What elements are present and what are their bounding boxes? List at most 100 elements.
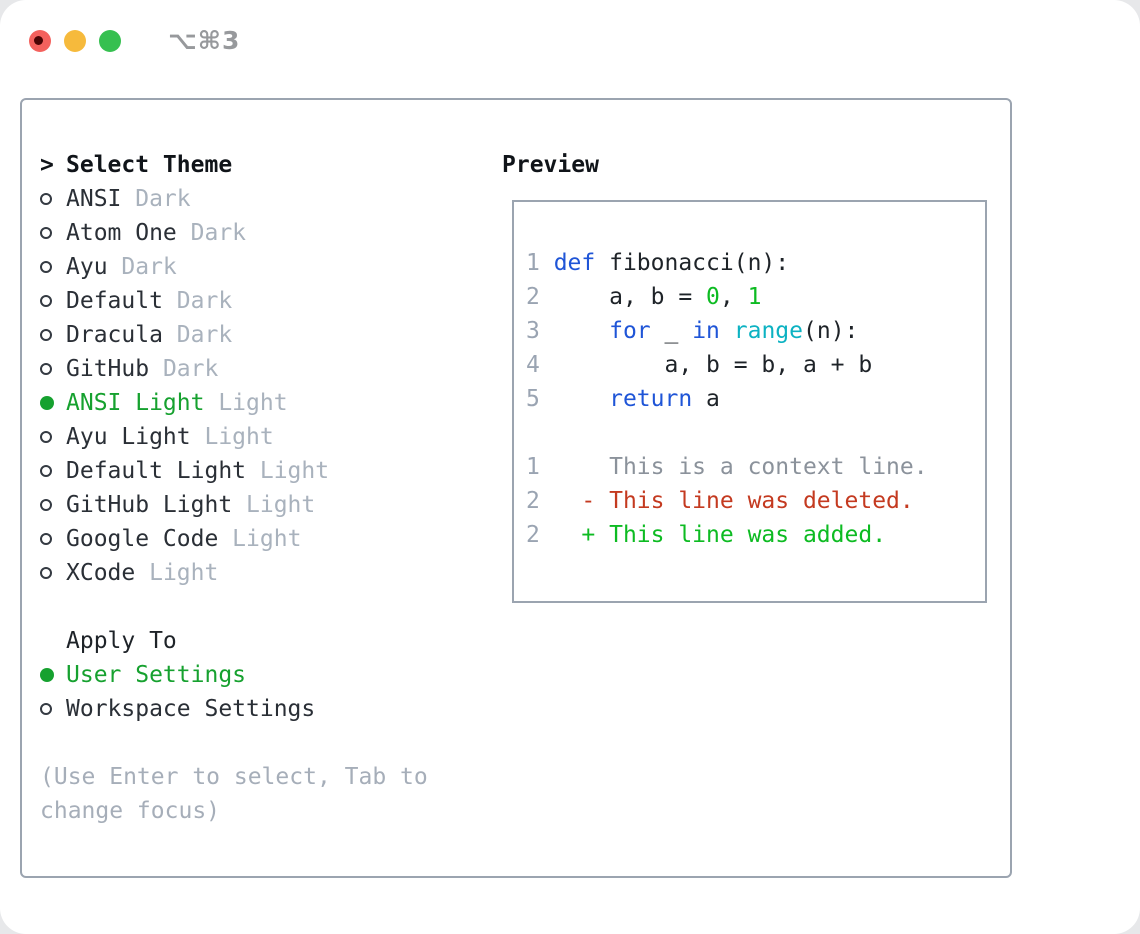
- help-text: (Use Enter to select, Tab to change focu…: [40, 764, 428, 824]
- code-token-kw: for: [609, 318, 651, 344]
- blank-line: [526, 416, 985, 450]
- marker-cell: [40, 703, 66, 715]
- theme-list-item[interactable]: Dracula Dark: [40, 318, 460, 352]
- code-token-ln: 2: [526, 284, 554, 310]
- select-theme-title: Select Theme: [66, 152, 233, 178]
- radio-icon: [40, 499, 52, 511]
- theme-name: ANSI: [66, 186, 122, 212]
- theme-variant-label: Dark: [162, 322, 233, 348]
- apply-to-option-label: User Settings: [66, 662, 247, 688]
- radio-icon: [40, 363, 52, 375]
- theme-variant-label: Dark: [107, 254, 177, 280]
- code-line: 4 a, b = b, a + b: [526, 348, 985, 382]
- code-token-fg: (n):: [803, 318, 859, 344]
- code-token-ln: 5: [526, 386, 554, 412]
- theme-name: XCode: [66, 560, 136, 586]
- radio-icon: [40, 465, 52, 477]
- radio-icon: [40, 703, 52, 715]
- code-token-kw: def: [553, 250, 596, 276]
- code-line: 3 for _ in range(n):: [526, 314, 985, 348]
- theme-name: Dracula: [66, 322, 163, 348]
- theme-list-item[interactable]: GitHub Light Light: [40, 488, 460, 522]
- radio-icon: [40, 533, 52, 545]
- theme-name: Ayu: [66, 254, 108, 280]
- theme-list-item[interactable]: ANSI Dark: [40, 182, 460, 216]
- code-token-fg: a, b = b, a + b: [553, 352, 873, 378]
- prompt-icon: >: [40, 152, 54, 178]
- select-theme-header-row: > Select Theme: [40, 148, 460, 182]
- theme-list-item[interactable]: Ayu Dark: [40, 250, 460, 284]
- minimize-button-icon[interactable]: [64, 29, 86, 52]
- prompt-marker: >: [40, 152, 66, 178]
- apply-to-option[interactable]: Workspace Settings: [40, 692, 460, 726]
- code-token-ln: 3: [526, 318, 554, 344]
- theme-variant-label: Light: [232, 492, 316, 518]
- theme-name: Default Light: [66, 458, 247, 484]
- theme-variant-label: Dark: [176, 220, 247, 246]
- code-token-fg: ,: [719, 284, 748, 310]
- preview-title: Preview: [502, 152, 599, 178]
- theme-list-item[interactable]: ANSI Light Light: [40, 386, 460, 420]
- titlebar: ⌥⌘3: [29, 26, 240, 55]
- theme-name: Default: [66, 288, 163, 314]
- marker-cell: [40, 431, 66, 443]
- close-button-icon[interactable]: [29, 29, 51, 52]
- apply-to-option[interactable]: User Settings: [40, 658, 460, 692]
- code-line: 1 def fibonacci(n):: [526, 246, 985, 280]
- theme-list-item[interactable]: GitHub Dark: [40, 352, 460, 386]
- code-token-fn: range: [733, 318, 803, 344]
- code-token-ln: 2: [526, 488, 554, 514]
- code-token-fg: [554, 386, 609, 412]
- radio-icon: [40, 567, 52, 579]
- radio-icon: [40, 329, 52, 341]
- code-token-fg: _: [650, 318, 693, 344]
- code-token-del: - This line was deleted.: [553, 488, 914, 514]
- marker-cell: [40, 295, 66, 307]
- theme-variant-label: Light: [246, 458, 330, 484]
- theme-list-item[interactable]: XCode Light: [40, 556, 460, 590]
- spacer: [40, 726, 460, 760]
- theme-list-item[interactable]: Atom One Dark: [40, 216, 460, 250]
- code-token-kw: in: [692, 318, 720, 344]
- marker-cell: [40, 499, 66, 511]
- theme-list-item[interactable]: Google Code Light: [40, 522, 460, 556]
- code-token-ln: 4: [526, 352, 554, 378]
- radio-icon: [40, 193, 52, 205]
- theme-name: Atom One: [66, 220, 177, 246]
- apply-to-title: Apply To: [66, 628, 177, 654]
- zoom-button-icon[interactable]: [99, 29, 121, 52]
- marker-cell: [40, 533, 66, 545]
- radio-icon: [40, 431, 52, 443]
- code-token-num: 1: [747, 284, 762, 310]
- code-line: 2 - This line was deleted.: [526, 484, 985, 518]
- code-token-ln: 1: [526, 454, 554, 480]
- marker-cell: [40, 465, 66, 477]
- code-token-ln: 2: [526, 522, 554, 548]
- code-token-add: + This line was added.: [553, 522, 887, 548]
- theme-variant-label: Dark: [149, 356, 219, 382]
- apply-to-option-label: Workspace Settings: [66, 696, 316, 722]
- code-line: 5 return a: [526, 382, 985, 416]
- radio-selected-icon: [40, 668, 54, 682]
- theme-list-item[interactable]: Default Dark: [40, 284, 460, 318]
- marker-cell: [40, 329, 66, 341]
- code-token-fg: a: [692, 386, 720, 412]
- theme-variant-label: Light: [204, 390, 288, 416]
- apply-to-header-row: Apply To: [40, 624, 460, 658]
- theme-variant-label: Dark: [162, 288, 233, 314]
- window-title: ⌥⌘3: [168, 26, 241, 55]
- radio-icon: [40, 261, 52, 273]
- theme-list-item[interactable]: Ayu Light Light: [40, 420, 460, 454]
- marker-cell: [40, 227, 66, 239]
- marker-cell: [40, 363, 66, 375]
- theme-name: Google Code: [66, 526, 219, 552]
- code-token-fg: a, b =: [553, 284, 707, 310]
- theme-name: ANSI Light: [66, 390, 205, 416]
- radio-icon: [40, 227, 52, 239]
- theme-list-item[interactable]: Default Light Light: [40, 454, 460, 488]
- marker-cell: [40, 193, 66, 205]
- theme-variant-label: Dark: [121, 186, 191, 212]
